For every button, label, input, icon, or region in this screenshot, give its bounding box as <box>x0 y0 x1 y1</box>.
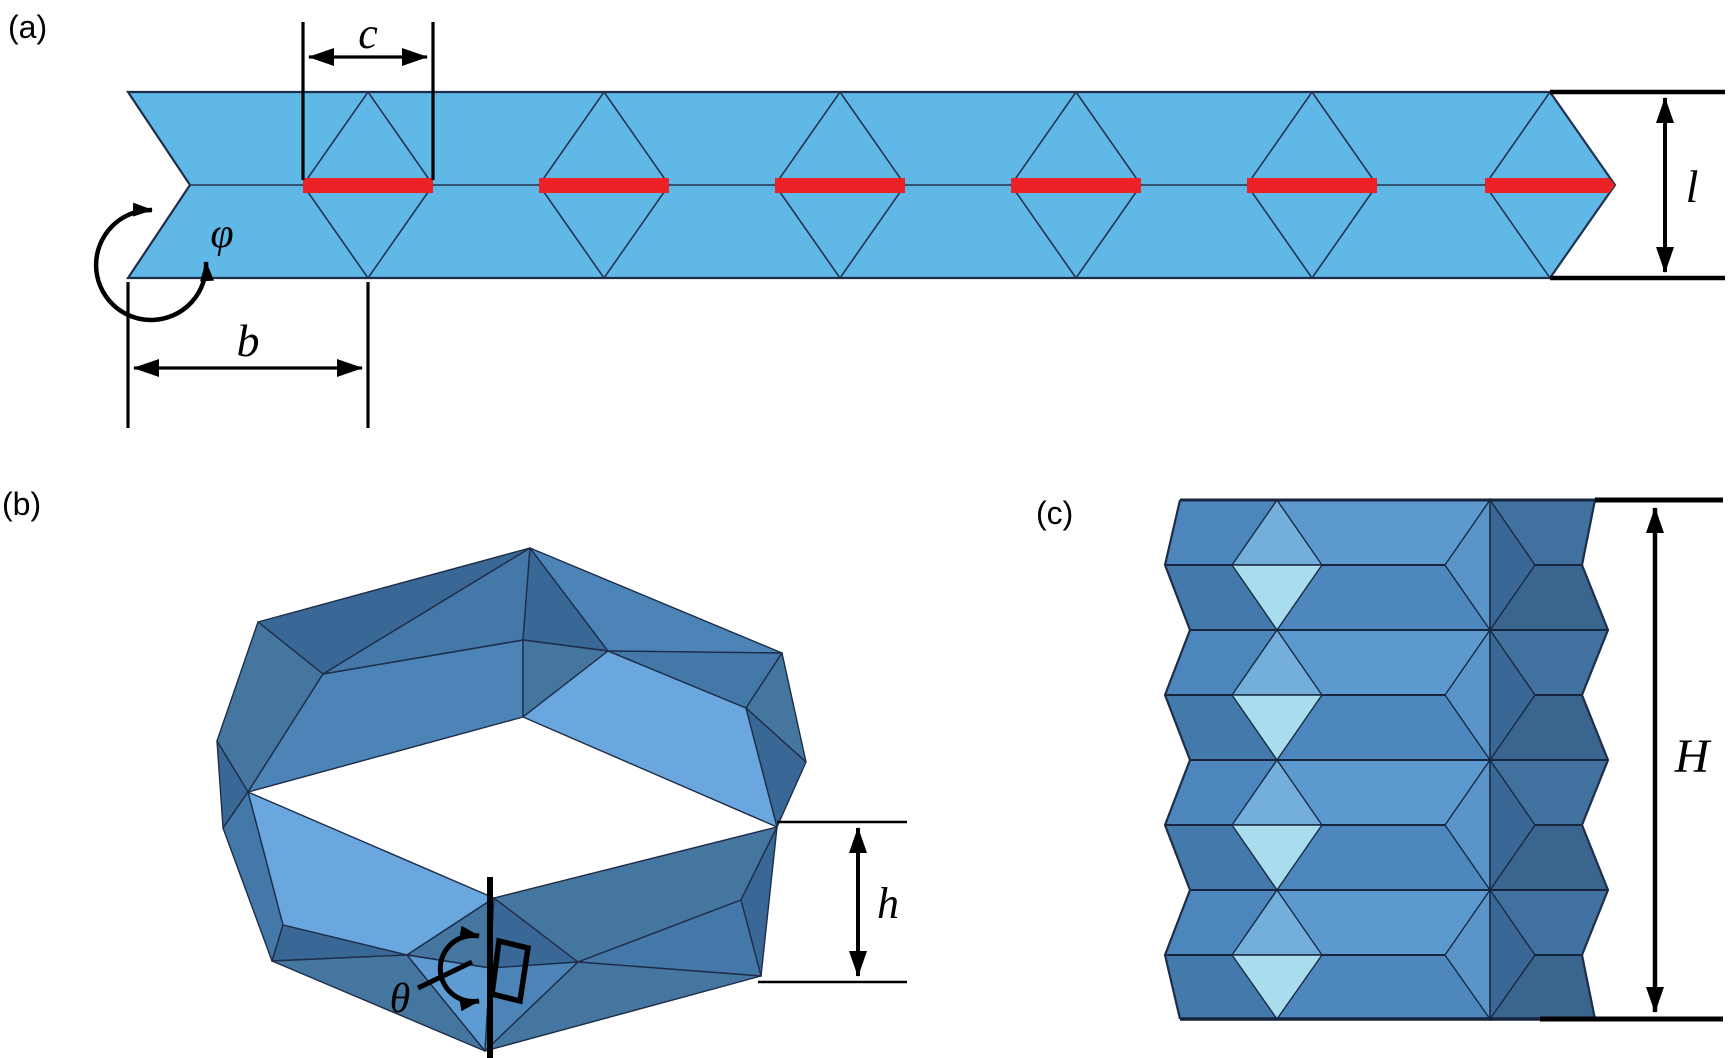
red-fold-line <box>1011 178 1141 193</box>
theta-leader-line <box>416 959 474 991</box>
panel-c-label: (c) <box>1036 495 1073 531</box>
red-fold-line <box>1485 178 1615 193</box>
dim-h: h <box>758 820 907 984</box>
label-b: b <box>237 315 260 366</box>
diamond-crease <box>774 90 906 280</box>
dim-c: c <box>301 9 435 180</box>
label-theta: θ <box>390 976 411 1022</box>
right-diamond-chain <box>1444 497 1536 1022</box>
fold-lines <box>1165 564 1608 956</box>
panel-c: (c) <box>1036 495 1723 1022</box>
panel-a: (a) c <box>8 9 1725 428</box>
red-fold-line <box>303 178 433 193</box>
label-phi: φ <box>210 211 233 257</box>
angle-phi: φ <box>93 202 234 323</box>
angle-theta: θ <box>390 877 532 1058</box>
panel-b: (b) <box>2 486 907 1058</box>
fold-diamond-right <box>1489 757 1536 893</box>
diamond-crease <box>1246 90 1378 280</box>
red-fold-line <box>775 178 905 193</box>
fold-diamond-right <box>1489 887 1536 1022</box>
fold-diamond-right <box>1489 497 1536 633</box>
panel-a-label: (a) <box>8 9 47 45</box>
diamond-crease <box>1010 90 1142 280</box>
theta-right-angle-box <box>488 937 532 1005</box>
label-l: l <box>1686 161 1699 212</box>
fold-diamond-lower <box>1230 954 1324 1021</box>
label-c: c <box>358 9 378 58</box>
red-fold-line <box>539 178 669 193</box>
theta-arc <box>437 925 480 1012</box>
label-H: H <box>1674 730 1712 783</box>
red-fold-line <box>1247 178 1377 193</box>
angle-phi-arc <box>93 202 214 323</box>
bellows-left-edge <box>1163 499 1192 1020</box>
left-diamond-chain <box>1230 498 1324 1021</box>
panel-b-label: (b) <box>2 486 41 522</box>
diamond-creases <box>302 90 1616 280</box>
bellows-body <box>1163 497 1610 1022</box>
fold-diamond-lower <box>1230 824 1324 892</box>
ring-facet <box>484 961 762 1052</box>
folded-ring-mesh <box>216 547 807 1052</box>
dim-b: b <box>126 282 370 428</box>
fold-diamond-right <box>1489 627 1536 763</box>
red-fold-lines <box>303 178 1615 193</box>
ring-facet <box>745 707 807 828</box>
bellows-right-edge <box>1580 499 1610 1020</box>
dim-H: H <box>1540 497 1723 1022</box>
dim-l: l <box>1550 89 1725 281</box>
diamond-crease <box>538 90 670 280</box>
label-h: h <box>877 879 899 928</box>
diamond-crease <box>302 90 434 280</box>
fold-diamond-lower <box>1230 564 1324 632</box>
fold-diamond-lower <box>1230 694 1324 762</box>
